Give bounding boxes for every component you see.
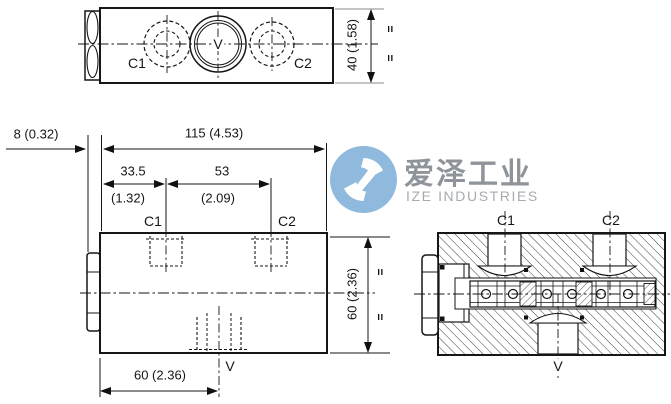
watermark-brand-cn: 爱泽工业 [404,158,532,191]
dim-offset: 8 (0.32) [13,126,59,142]
front-view-height-dim: 60 (2.36) [344,267,360,321]
front-view-v-label: V [223,358,237,374]
plan-c2-label: C2 [278,213,296,229]
front-view-equal-mark-lower: = [373,313,387,321]
front-view-v-offset-dim: 60 (2.36) [133,367,187,383]
ize-logo-icon [330,146,397,213]
front-view [80,228,390,397]
watermark-brand-en: IZE INDUSTRIES [406,188,539,204]
top-view-c2-label: C2 [292,55,314,71]
section-c1-label: C1 [497,212,515,228]
top-view-c1-label: C1 [126,55,148,71]
section-v-label: V [551,358,565,374]
section-c2-label: C2 [602,212,620,228]
top-view [78,7,384,84]
top-view-equal-mark-lower: = [383,54,397,62]
front-view-equal-mark-upper: = [373,268,387,276]
dim-c1-offset-mm: 33.5 [120,163,146,179]
section-view [414,211,670,378]
top-view-equal-mark-upper: = [383,25,397,33]
dim-overall-width: 115 (4.53) [184,125,244,141]
plan-dimensions [6,135,327,252]
top-view-height-dim: 40 (1.58) [344,18,360,72]
dim-port-span-mm: 53 [214,163,230,179]
dim-port-span-in: (2.09) [201,190,235,206]
plan-c1-label: C1 [144,213,162,229]
top-view-v-label: V [211,36,225,52]
dim-c1-offset-in: (1.32) [111,190,145,206]
